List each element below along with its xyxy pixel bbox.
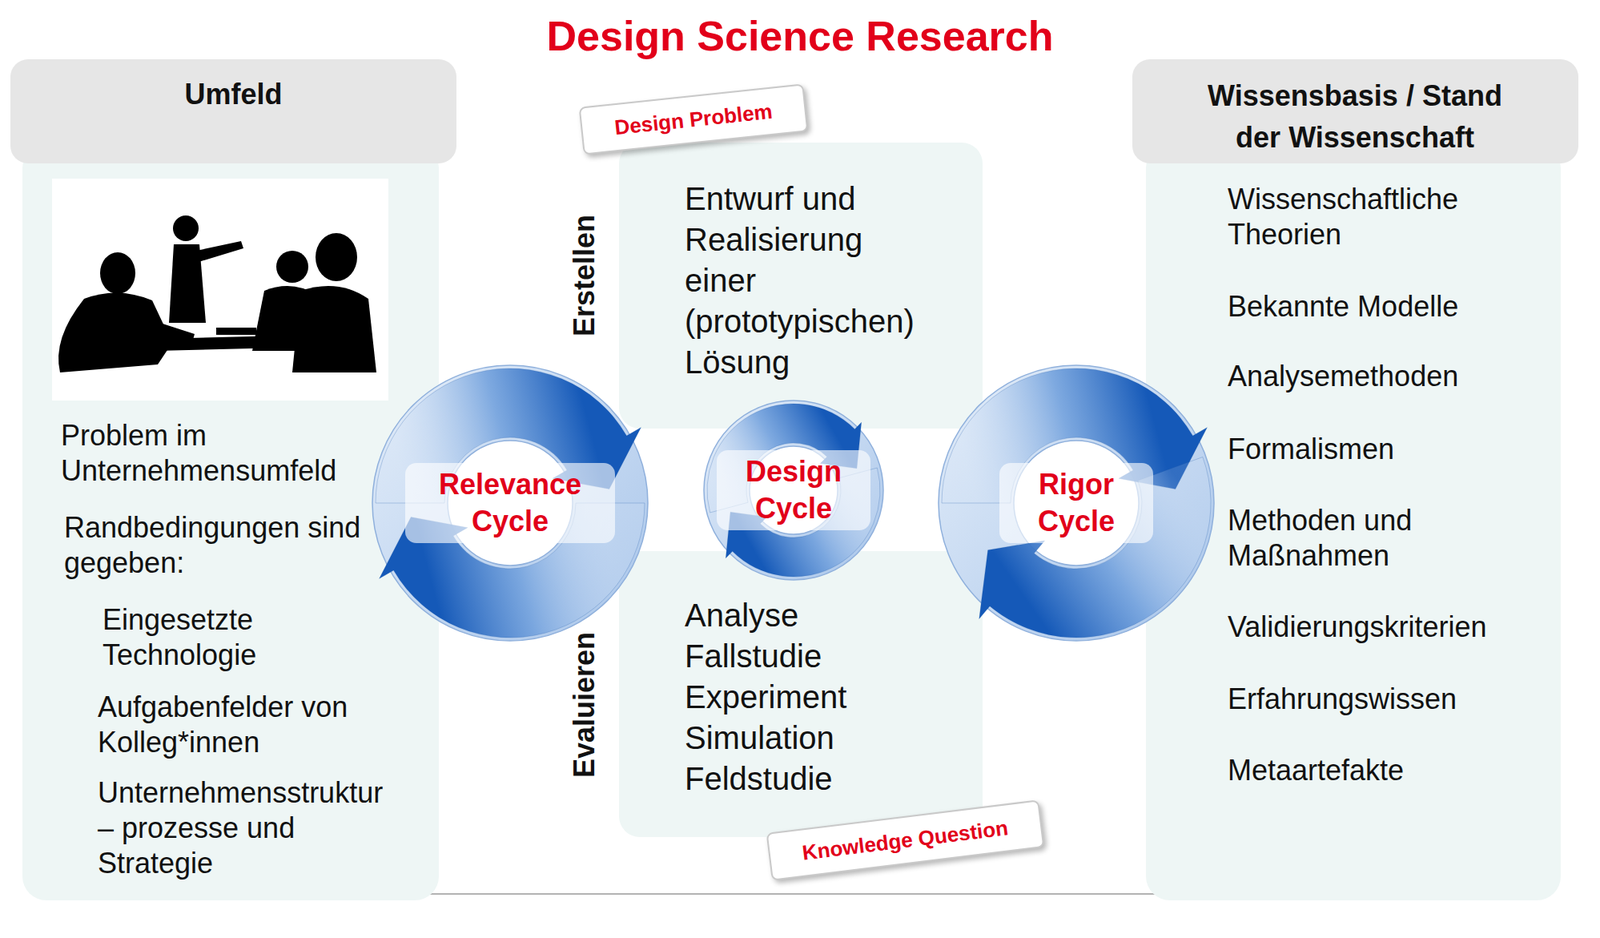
- cycle-circle: Rigor Cycle: [918, 345, 1235, 661]
- cycle-circle: Relevance Cycle: [352, 345, 668, 661]
- cycle-arrow: [979, 457, 1211, 638]
- person-head: [315, 233, 358, 282]
- panel-text: Simulation: [684, 717, 957, 759]
- panel-text: Fallstudie: [684, 635, 957, 677]
- person-arm: [196, 241, 244, 262]
- tag-box: Design Problem: [578, 83, 809, 155]
- panel-text: Problem im Unternehmensumfeld: [60, 418, 414, 489]
- illustration-ground: [52, 178, 389, 401]
- cycle-label: Rigor Cycle: [999, 462, 1154, 543]
- panel-text: Experiment: [684, 676, 957, 718]
- panel-text: Analyse: [684, 594, 957, 636]
- panel-text: Erfahrungswissen: [1227, 681, 1548, 717]
- ring-ground: [372, 365, 648, 641]
- tag-label: Design Problem: [613, 98, 774, 141]
- ring-ground: [938, 365, 1215, 641]
- cycle-label: Design Cycle: [716, 450, 871, 531]
- panel-text: Validierungskriterien: [1227, 609, 1548, 645]
- panel-text: Analysemethoden: [1227, 358, 1548, 394]
- page-title: Design Science Research: [0, 11, 1600, 61]
- person-head: [172, 215, 199, 242]
- cycle-circle: Design Cycle: [687, 384, 900, 596]
- tag-label: Knowledge Question: [800, 814, 1010, 865]
- panel-text: Aufgabenfelder von Kolleg*innen: [97, 689, 419, 760]
- panel-ground: [619, 550, 983, 837]
- panel-header: [10, 59, 457, 164]
- panel-box: UmfeldProblem im UnternehmensumfeldRandb…: [10, 59, 457, 901]
- person-body: [292, 285, 377, 373]
- panel-text: Unternehmensstruktur – prozesse und Stra…: [97, 775, 394, 881]
- panel-header: [1132, 59, 1579, 164]
- tag-box: Knowledge Question: [765, 799, 1044, 881]
- panel-ground: [619, 142, 983, 429]
- person-head: [100, 252, 136, 294]
- person-head: [276, 250, 309, 283]
- panel-text: Methoden und Maßnahmen: [1227, 502, 1548, 574]
- base-line: [423, 892, 1161, 895]
- panel-text: Feldstudie: [684, 758, 957, 800]
- ring-ground: [703, 400, 884, 580]
- panel-box: Design Cycle Entwurf und Realisierung ein…: [619, 142, 983, 837]
- panel-text: Wissenschaftliche Theorien: [1227, 181, 1548, 253]
- panel-text: Formalismen: [1227, 431, 1548, 467]
- meeting-illustration: [52, 178, 389, 401]
- phase-label: Erstellen: [567, 214, 602, 337]
- paper-stack: [216, 327, 257, 335]
- panel-text: Bekannte Modelle: [1227, 289, 1548, 325]
- cycle-label: Relevance Cycle: [405, 462, 616, 543]
- panel-text: Entwurf und Realisierung einer (prototyp…: [684, 178, 929, 383]
- panel-text: Eingesetzte Technologie: [102, 602, 343, 673]
- panel-text: Randbedingungen sind gegeben:: [64, 510, 417, 581]
- panel-box: Wissensbasis / Stand der WissenschaftWis…: [1132, 59, 1579, 901]
- panel-heading: Wissensbasis / Stand der Wissenschaft: [1186, 75, 1524, 159]
- panel-heading: Umfeld: [10, 76, 457, 113]
- phase-label: Evaluieren: [567, 631, 602, 778]
- panel-text: Metaartefakte: [1227, 752, 1548, 788]
